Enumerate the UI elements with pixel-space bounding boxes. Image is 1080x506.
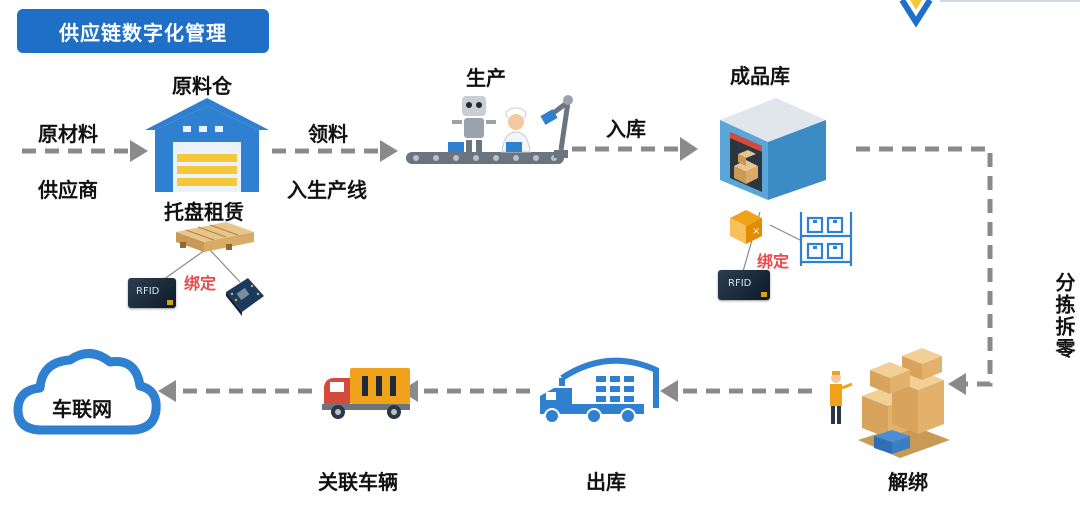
label-production: 生产 bbox=[466, 66, 506, 90]
rfid-card-icon: RFID bbox=[128, 278, 176, 308]
bind-line-1b bbox=[209, 249, 241, 283]
finished-warehouse-icon bbox=[720, 98, 826, 200]
label-iov: 车联网 bbox=[52, 397, 112, 421]
label-raw-warehouse: 原料仓 bbox=[172, 74, 232, 98]
label-linked-vehicle: 关联车辆 bbox=[318, 470, 398, 494]
box-pile-icon bbox=[830, 348, 950, 458]
label-unbind: 解绑 bbox=[888, 470, 928, 494]
rfid-label: RFID bbox=[136, 286, 160, 297]
box-outline-icon: × bbox=[730, 210, 762, 244]
pallet-icon bbox=[176, 222, 254, 252]
label-into-line: 入生产线 bbox=[287, 178, 367, 202]
rfid-card-icon-2: RFID bbox=[718, 270, 770, 300]
arrowhead-4 bbox=[948, 373, 966, 395]
label-bind-2: 绑定 bbox=[757, 252, 790, 271]
chip-module-icon bbox=[226, 278, 264, 316]
svg-text:×: × bbox=[752, 226, 760, 237]
production-line-icon bbox=[406, 95, 573, 164]
arrowhead-7 bbox=[158, 380, 176, 402]
outbound-truck-icon bbox=[540, 357, 659, 424]
cloud-icon bbox=[13, 349, 161, 435]
delivery-truck-icon bbox=[322, 368, 410, 419]
rfid-label-2: RFID bbox=[728, 278, 752, 289]
label-sorting: 分拣拆零 bbox=[1052, 272, 1076, 360]
bind-line-1a bbox=[159, 249, 206, 283]
page-title: 供应链数字化管理 bbox=[17, 9, 269, 53]
arrowhead-2 bbox=[380, 140, 398, 162]
label-finished-warehouse: 成品库 bbox=[730, 64, 790, 88]
warehouse-icon bbox=[145, 98, 269, 192]
label-warehousing: 入库 bbox=[606, 117, 646, 141]
arrowhead-5 bbox=[660, 380, 678, 402]
arrowhead-3 bbox=[680, 137, 698, 161]
label-supplier: 供应商 bbox=[38, 178, 98, 202]
header-rule bbox=[940, 0, 1080, 2]
shelf-icon bbox=[799, 212, 853, 266]
arrowhead-1 bbox=[130, 140, 148, 162]
logo-icon bbox=[899, 0, 933, 28]
label-picking: 领料 bbox=[308, 122, 348, 146]
bind-line-2b bbox=[769, 224, 801, 241]
label-bind-1: 绑定 bbox=[184, 274, 217, 293]
label-outbound: 出库 bbox=[586, 470, 626, 494]
label-pallet-rental: 托盘租赁 bbox=[164, 200, 244, 224]
label-raw-material: 原材料 bbox=[38, 122, 98, 146]
